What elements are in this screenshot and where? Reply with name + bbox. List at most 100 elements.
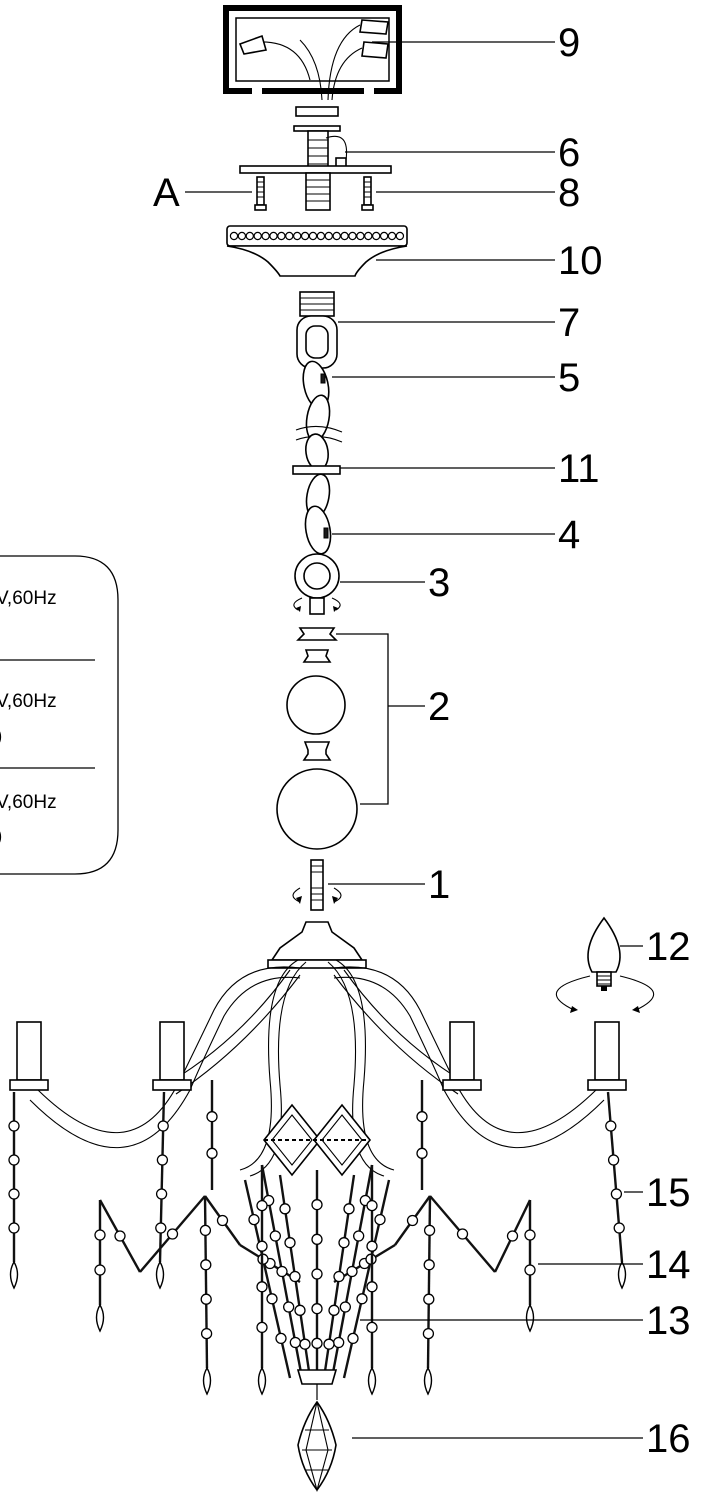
callout-14: 14 (646, 1243, 691, 1287)
callout-8: 8 (558, 171, 580, 215)
canopy-bead (324, 231, 333, 241)
callout-4: 4 (558, 513, 580, 557)
crystal-bead (269, 1230, 281, 1242)
crystal-bead (353, 1230, 365, 1242)
canopy-bead (269, 231, 278, 241)
callout-12: 12 (646, 925, 691, 969)
ring (293, 553, 341, 615)
crystal-bead (456, 1228, 469, 1240)
crystal-bead (311, 1199, 323, 1211)
callout-3: 3 (428, 561, 450, 605)
canopy-bead (356, 231, 365, 241)
crystal-strand (243, 1179, 292, 1379)
crystal-bead (284, 1237, 296, 1249)
crystal-bead (299, 1338, 311, 1350)
crystal-bead (311, 1233, 323, 1245)
callout-9: 9 (558, 21, 580, 65)
crystal-bead (8, 1154, 20, 1166)
callouts: 9 6 A 8 10 7 5 11 4 3 2 1 12 15 14 13 16 (153, 21, 691, 1461)
canopy-bead (229, 231, 239, 241)
crystal-bead (200, 1293, 212, 1305)
callout-10: 10 (558, 239, 603, 283)
callout-15: 15 (646, 1171, 691, 1215)
crystal-bead (423, 1293, 435, 1305)
crystal-bead (216, 1214, 229, 1227)
callout-11: 11 (558, 447, 600, 491)
crystal-bead (333, 1336, 345, 1349)
spec-line-4: V,60Hz (0, 792, 57, 813)
canopy-bead (285, 231, 294, 241)
crystal-bead (524, 1229, 536, 1241)
crystal-bead (356, 1293, 368, 1305)
mounting-screws (254, 176, 374, 211)
chandelier-body (8, 921, 627, 1493)
junction-box (223, 5, 402, 101)
crystal-bead (338, 1237, 350, 1249)
crystal-bead (206, 1147, 218, 1159)
chain (292, 360, 343, 555)
canopy-bead (364, 231, 373, 241)
crystal-bead (283, 1301, 295, 1313)
crystal-bead (279, 1203, 291, 1215)
crystal-bead (416, 1111, 428, 1123)
crystal-bead (610, 1188, 623, 1200)
threaded-rod (292, 859, 342, 911)
crystal-bead (311, 1303, 323, 1315)
crystal-strand (342, 1179, 391, 1379)
crystal-bead (328, 1304, 340, 1316)
leader-lines (185, 41, 643, 1439)
crystal-bead (8, 1222, 20, 1234)
crystal-strand (158, 1091, 166, 1263)
crystal-pendant (95, 1303, 105, 1333)
crystal-bead (114, 1230, 126, 1242)
crystal-bead (289, 1336, 301, 1349)
canopy-bead (372, 231, 381, 241)
crystal-bead (416, 1147, 428, 1159)
crystal-bead (156, 1154, 169, 1166)
crystal-bead (94, 1264, 106, 1276)
crystal-pendant (155, 1260, 165, 1290)
spec-line-1: V,60Hz (0, 588, 57, 609)
canopy-bead (300, 231, 310, 241)
crystal-bead (200, 1327, 213, 1340)
crystal-pendant (525, 1303, 535, 1333)
crystal-bead (406, 1214, 419, 1227)
callout-13: 13 (646, 1299, 691, 1343)
crystal-bead (339, 1301, 351, 1313)
crystal-bead (157, 1120, 169, 1132)
crystal-bead (311, 1337, 323, 1349)
crystal-bead (294, 1304, 306, 1316)
crystal-bead (366, 1240, 378, 1252)
spec-line-5: ) (0, 826, 2, 847)
crystal-bead (374, 1213, 386, 1226)
crystal-bead (347, 1332, 359, 1345)
light-bulb (555, 916, 655, 1013)
crystal-bead (422, 1327, 435, 1340)
crystal-bead (289, 1270, 301, 1283)
callout-1: 1 (428, 863, 450, 907)
canopy-bead (395, 231, 405, 241)
crystal-bead (506, 1230, 519, 1242)
canopy-bead (332, 231, 341, 241)
crystal-bead (323, 1338, 335, 1350)
crystal-pendant (423, 1366, 433, 1396)
crystal-bead (8, 1120, 20, 1132)
crystal-strand (203, 1195, 209, 1369)
callout-2: 2 (428, 685, 450, 729)
crystal-bead (256, 1281, 268, 1293)
crystal-pendant (617, 1260, 627, 1290)
crystal-bead (333, 1270, 345, 1283)
canopy-bead (316, 231, 326, 241)
crystal-bead (366, 1199, 378, 1212)
crystal-bead (346, 1265, 358, 1278)
crystal-bead (423, 1224, 436, 1237)
crystal-bead (166, 1228, 179, 1240)
canopy-bead (387, 231, 397, 241)
canopy-bead (308, 231, 318, 241)
canopy-bead (253, 231, 262, 241)
crystal-bead (311, 1268, 323, 1280)
callout-7: 7 (558, 301, 580, 345)
loop-hook (296, 291, 338, 369)
crystal-strand (426, 1195, 432, 1369)
crystal-bead (607, 1154, 620, 1166)
